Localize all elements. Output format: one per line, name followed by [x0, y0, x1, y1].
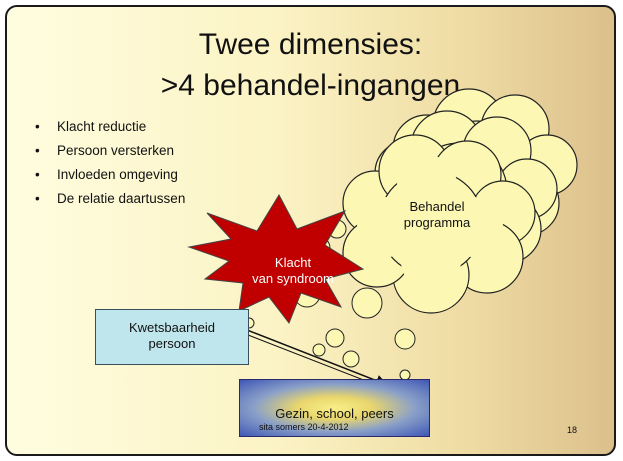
bullet-item: • Klacht reductie: [35, 115, 185, 139]
bullet-marker: •: [35, 119, 40, 134]
bullet-item: • Invloeden omgeving: [35, 163, 185, 187]
relation-arrow: [246, 329, 388, 387]
gezin-school-peers-box: Gezin, school, peers: [239, 379, 430, 437]
page-number: 18: [567, 425, 578, 435]
relation-line: [242, 332, 380, 387]
klacht-label: Klacht van syndroom: [252, 255, 334, 286]
bullet-text: Klacht reductie: [57, 119, 147, 134]
bullet-text: Invloeden omgeving: [57, 167, 178, 182]
slide: Twee dimensies: >4 behandel-ingangen • Kl…: [5, 5, 616, 456]
kwetsbaarheid-box: Kwetsbaarheid persoon: [95, 309, 249, 365]
slide-title-line-2: >4 behandel-ingangen: [160, 69, 461, 102]
explosion-shape: [187, 193, 365, 325]
bullet-marker: •: [35, 143, 40, 158]
bullet-text: De relatie daartussen: [57, 191, 186, 206]
cloud-stack: [342, 88, 578, 314]
bullet-marker: •: [35, 191, 40, 206]
bullet-marker: •: [35, 167, 40, 182]
bullet-item: • De relatie daartussen: [35, 187, 185, 211]
diagram-canvas: [187, 88, 578, 387]
slide-title-line-1: Twee dimensies:: [198, 28, 423, 61]
footer-author-date: sita somers 20-4-2012: [259, 422, 349, 432]
bullet-text: Persoon versterken: [57, 143, 175, 158]
bullet-item: • Persoon versterken: [35, 139, 185, 163]
behandel-programma-label: Behandel programma: [403, 199, 471, 230]
bullet-list: • Klacht reductie • Persoon versterken • In…: [35, 115, 185, 211]
cloud-front-fill: [357, 155, 503, 291]
